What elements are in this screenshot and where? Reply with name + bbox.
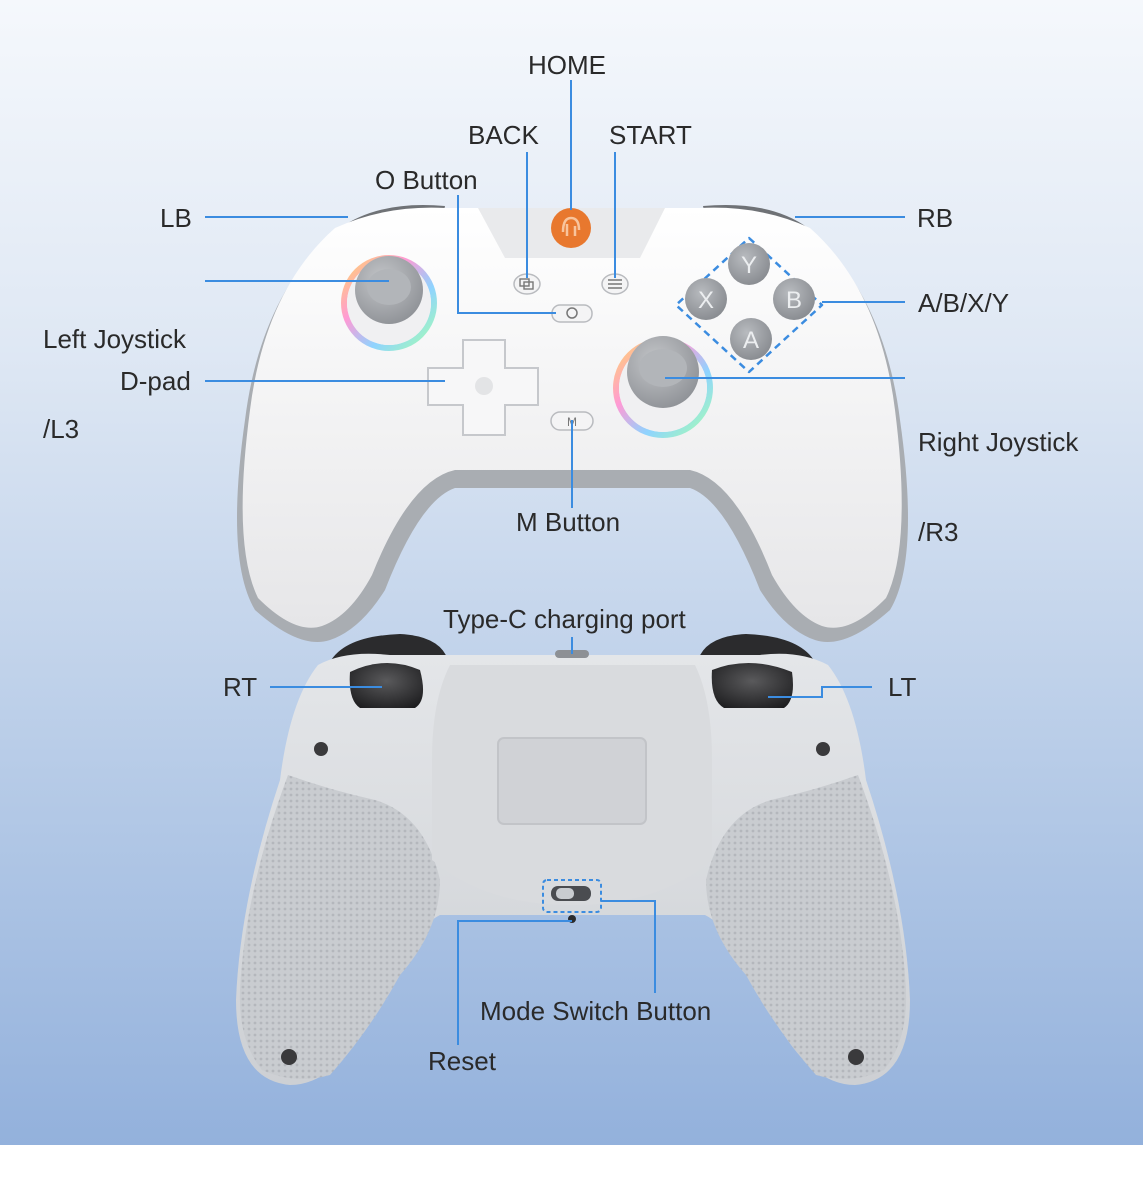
screw-left-top: [314, 742, 328, 756]
controller-diagram: M Y X B A: [205, 80, 910, 1085]
label-reset: Reset: [428, 1046, 496, 1076]
label-o-button: O Button: [375, 165, 478, 195]
label-left-joystick-line1: Left Joystick: [43, 324, 187, 354]
button-x[interactable]: X: [685, 278, 727, 320]
label-right-joystick-line2: /R3: [918, 517, 959, 547]
label-home: HOME: [528, 50, 606, 80]
label-back: BACK: [468, 120, 539, 150]
left-joystick[interactable]: [341, 255, 437, 351]
o-circle-icon: [566, 307, 578, 319]
label-dpad: D-pad: [120, 366, 191, 396]
label-start: START: [609, 120, 692, 150]
left-grip-texture: [239, 775, 440, 1079]
back-controller: [236, 634, 910, 1085]
button-y-glyph: Y: [741, 252, 757, 279]
screw-left-bottom: [281, 1049, 297, 1065]
button-b-glyph: B: [786, 287, 802, 314]
screw-right-bottom: [848, 1049, 864, 1065]
button-a-glyph: A: [743, 327, 759, 354]
label-left-joystick-line2: /L3: [43, 414, 80, 444]
home-button[interactable]: [551, 208, 591, 248]
label-right-joystick: Right Joystick /R3: [918, 367, 1078, 577]
label-left-joystick: Left Joystick /L3: [43, 264, 186, 474]
lt-trigger[interactable]: [711, 662, 793, 708]
label-lt: LT: [888, 672, 917, 702]
back-button[interactable]: [513, 273, 541, 295]
label-type-c: Type-C charging port: [443, 604, 686, 634]
button-x-glyph: X: [698, 287, 714, 314]
mode-switch[interactable]: [542, 879, 602, 913]
leader-lines: [205, 80, 905, 1045]
home-logo-icon: [561, 216, 581, 236]
label-m-button: M Button: [516, 507, 621, 537]
diagram-stage: M Y X B A: [0, 0, 1143, 1145]
label-right-joystick-line1: Right Joystick: [918, 427, 1079, 457]
o-button[interactable]: [551, 304, 593, 323]
right-joystick[interactable]: [613, 336, 713, 438]
right-grip-texture: [706, 775, 907, 1079]
screw-right-top: [816, 742, 830, 756]
battery-cover: [497, 737, 647, 825]
d-pad[interactable]: [427, 339, 539, 436]
label-rt: RT: [223, 672, 258, 702]
label-abxy: A/B/X/Y: [918, 288, 1010, 318]
label-rb: RB: [917, 203, 954, 233]
start-menu-icon: [608, 279, 622, 289]
label-lb: LB: [160, 203, 192, 233]
rt-trigger[interactable]: [349, 662, 424, 708]
label-mode-switch: Mode Switch Button: [480, 996, 712, 1026]
button-a[interactable]: A: [730, 318, 772, 360]
button-y[interactable]: Y: [728, 243, 770, 285]
button-b[interactable]: B: [773, 278, 815, 320]
